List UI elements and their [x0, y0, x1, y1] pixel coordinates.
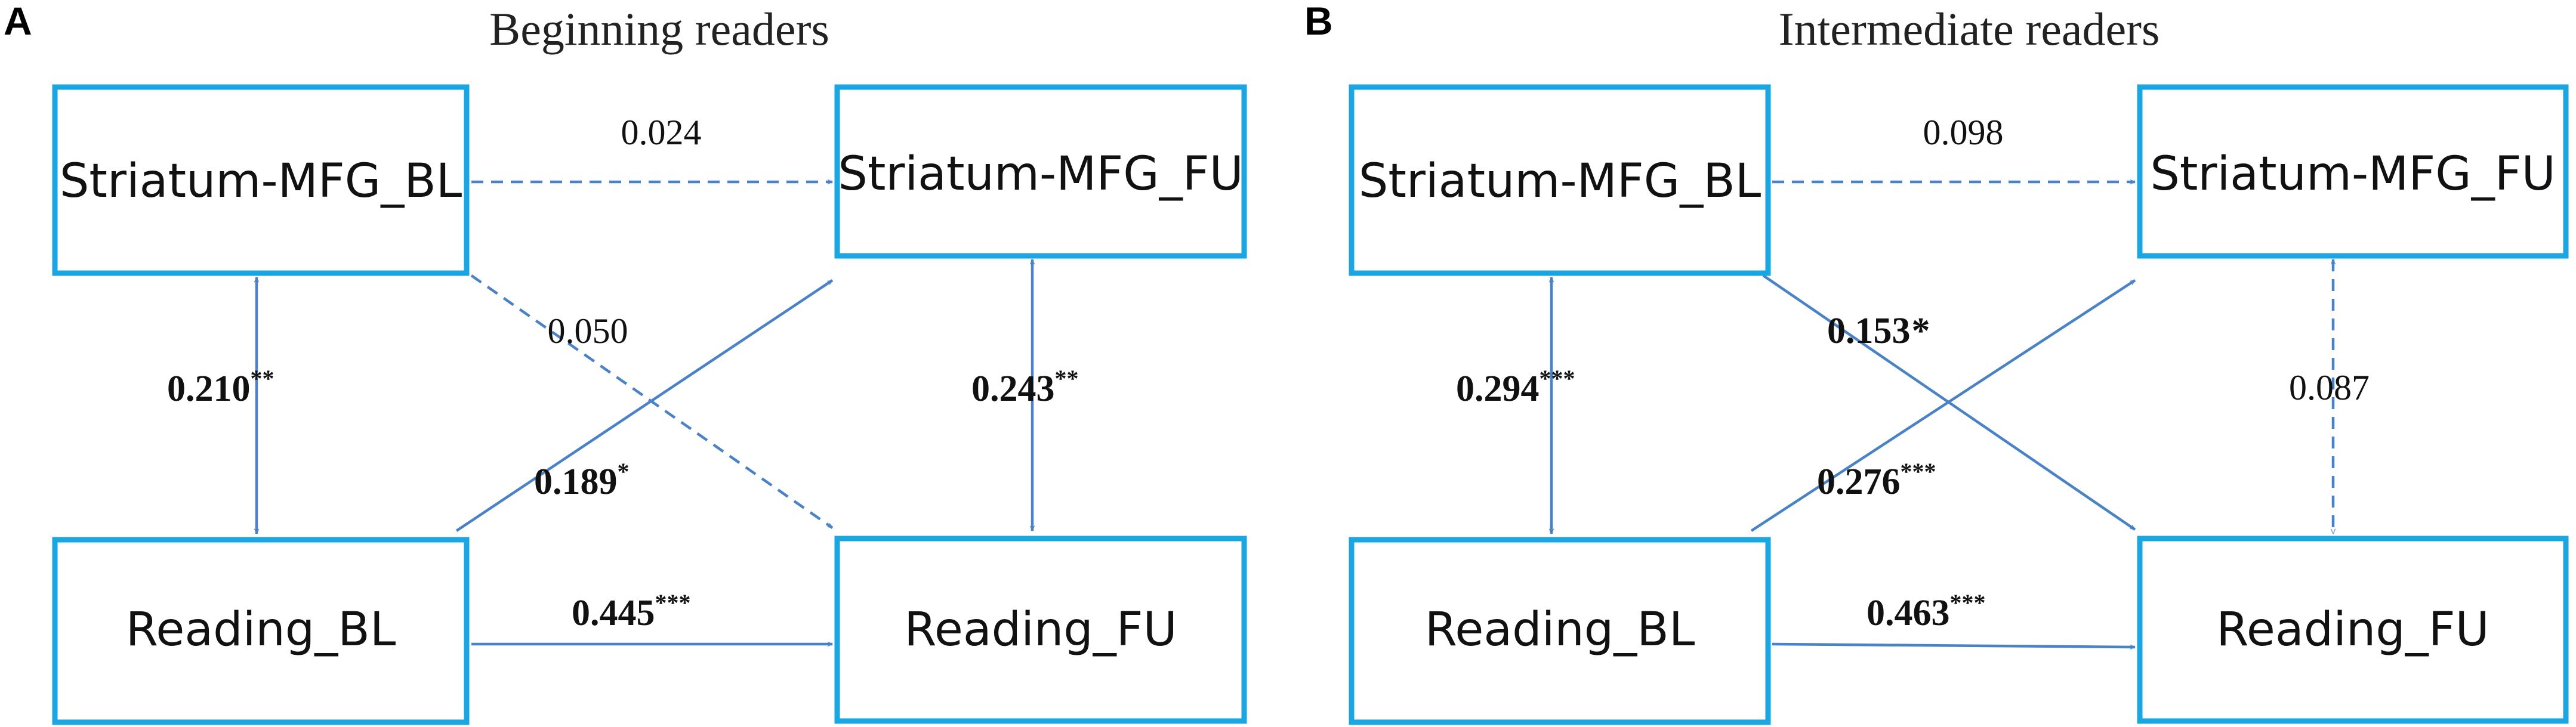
panel-a-node-reading-fu-label: Reading_FU	[904, 603, 1177, 657]
panel-b-letter: B	[1304, 0, 1333, 43]
panel-a-letter: A	[4, 0, 32, 43]
panel-b-coef-striatum-to-reading: 0.153*	[1827, 311, 1930, 351]
panel-a-node-striatum-bl: Striatum-MFG_BL	[52, 84, 470, 276]
panel-b-node-reading-fu-label: Reading_FU	[2216, 603, 2489, 657]
panel-b-node-striatum-bl: Striatum-MFG_BL	[1349, 84, 1771, 276]
panel-a: A Beginning readers Striatum-MFG_BL Stri…	[4, 0, 1247, 725]
panel-b-node-striatum-fu-label: Striatum-MFG_FU	[2150, 147, 2555, 201]
panel-a-node-reading-fu: Reading_FU	[834, 536, 1247, 724]
panel-a-coef-reading-to-striatum: 0.189*	[534, 458, 630, 502]
panel-b-coef-bl-correlation: 0.294***	[1456, 365, 1575, 409]
panel-a-node-reading-bl-label: Reading_BL	[126, 603, 396, 657]
panel-b-node-reading-bl-label: Reading_BL	[1425, 603, 1695, 657]
panel-a-coef-fu-correlation: 0.243**	[971, 365, 1079, 409]
panel-b-node-reading-bl: Reading_BL	[1349, 537, 1771, 725]
panel-a-coef-striatum-to-reading: 0.050	[548, 311, 628, 351]
panel-a-title: Beginning readers	[489, 3, 829, 55]
panel-a-node-reading-bl: Reading_BL	[52, 537, 470, 725]
panel-b-coef-reading-to-striatum: 0.276***	[1817, 458, 1936, 502]
panel-a-node-striatum-bl-label: Striatum-MFG_BL	[60, 154, 462, 208]
panel-b-coef-reading-autoregressive: 0.463***	[1867, 589, 1986, 633]
panel-b-node-striatum-fu: Striatum-MFG_FU	[2137, 84, 2569, 259]
panel-a-coef-reading-autoregressive: 0.445***	[572, 589, 691, 633]
panel-b-node-striatum-bl-label: Striatum-MFG_BL	[1359, 154, 1761, 208]
panel-b-edge-reading-autoregressive	[1772, 642, 2135, 647]
panel-a-node-striatum-fu: Striatum-MFG_FU	[834, 84, 1247, 259]
panel-a-node-striatum-fu-label: Striatum-MFG_FU	[838, 147, 1243, 201]
panel-a-edge-reading-to-striatum	[455, 279, 834, 532]
panel-a-coef-bl-correlation: 0.210**	[167, 365, 274, 409]
panel-a-coef-striatum-autoregressive: 0.024	[621, 113, 702, 152]
panel-b-edge-reading-to-striatum	[1750, 279, 2136, 532]
panel-b-coef-fu-correlation: 0.087	[2289, 368, 2370, 407]
panel-b-coef-striatum-autoregressive: 0.098	[1923, 113, 2004, 152]
panel-b-node-reading-fu: Reading_FU	[2137, 536, 2569, 724]
panel-b: B Intermediate readers Striatum-MFG_BL S…	[1304, 0, 2569, 725]
panel-b-title: Intermediate readers	[1779, 3, 2160, 55]
